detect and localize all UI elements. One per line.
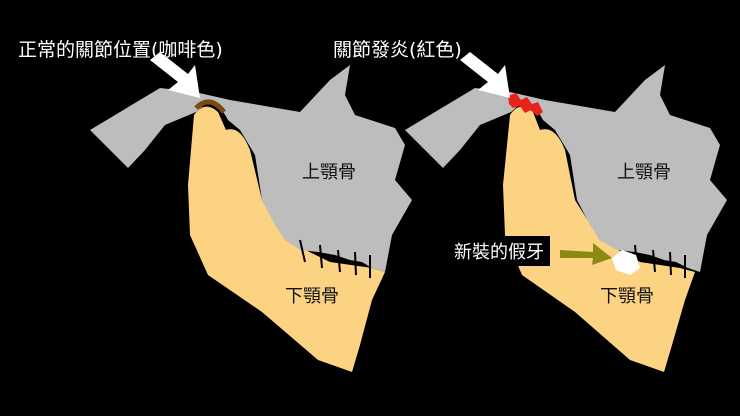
right-jaw <box>405 52 727 373</box>
right-lower-bone-label: 下顎骨 <box>600 286 654 307</box>
left-upper-jaw <box>90 65 412 272</box>
implant-tooth <box>612 250 640 275</box>
right-title: 關節發炎(紅色) <box>333 39 462 61</box>
right-lower-jaw <box>503 106 695 373</box>
right-arrow <box>460 52 510 98</box>
left-lower-jaw <box>188 106 385 373</box>
left-jaw <box>90 52 412 373</box>
left-lower-bone-label: 下顎骨 <box>285 286 339 307</box>
left-joint-normal <box>194 99 226 114</box>
left-teeth-lines <box>299 239 371 278</box>
left-title: 正常的關節位置(咖啡色) <box>18 39 223 61</box>
right-upper-jaw <box>405 65 727 272</box>
left-upper-bone-label: 上顎骨 <box>302 162 356 183</box>
right-joint-inflamed <box>508 93 543 116</box>
implant-label: 新裝的假牙 <box>448 236 550 266</box>
right-upper-bone-label: 上顎骨 <box>617 162 671 183</box>
left-arrow <box>150 52 200 98</box>
implant-arrow <box>560 243 612 265</box>
